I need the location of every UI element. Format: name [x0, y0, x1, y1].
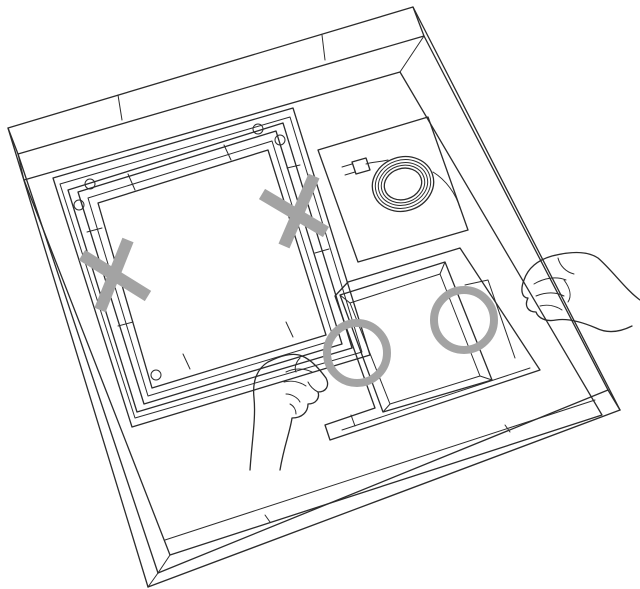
accessory-box — [325, 248, 540, 440]
correct-grip-mark-2 — [434, 290, 494, 350]
hand-right — [522, 253, 640, 332]
wrong-grip-mark-2 — [262, 176, 326, 246]
power-cord-card — [318, 117, 468, 262]
